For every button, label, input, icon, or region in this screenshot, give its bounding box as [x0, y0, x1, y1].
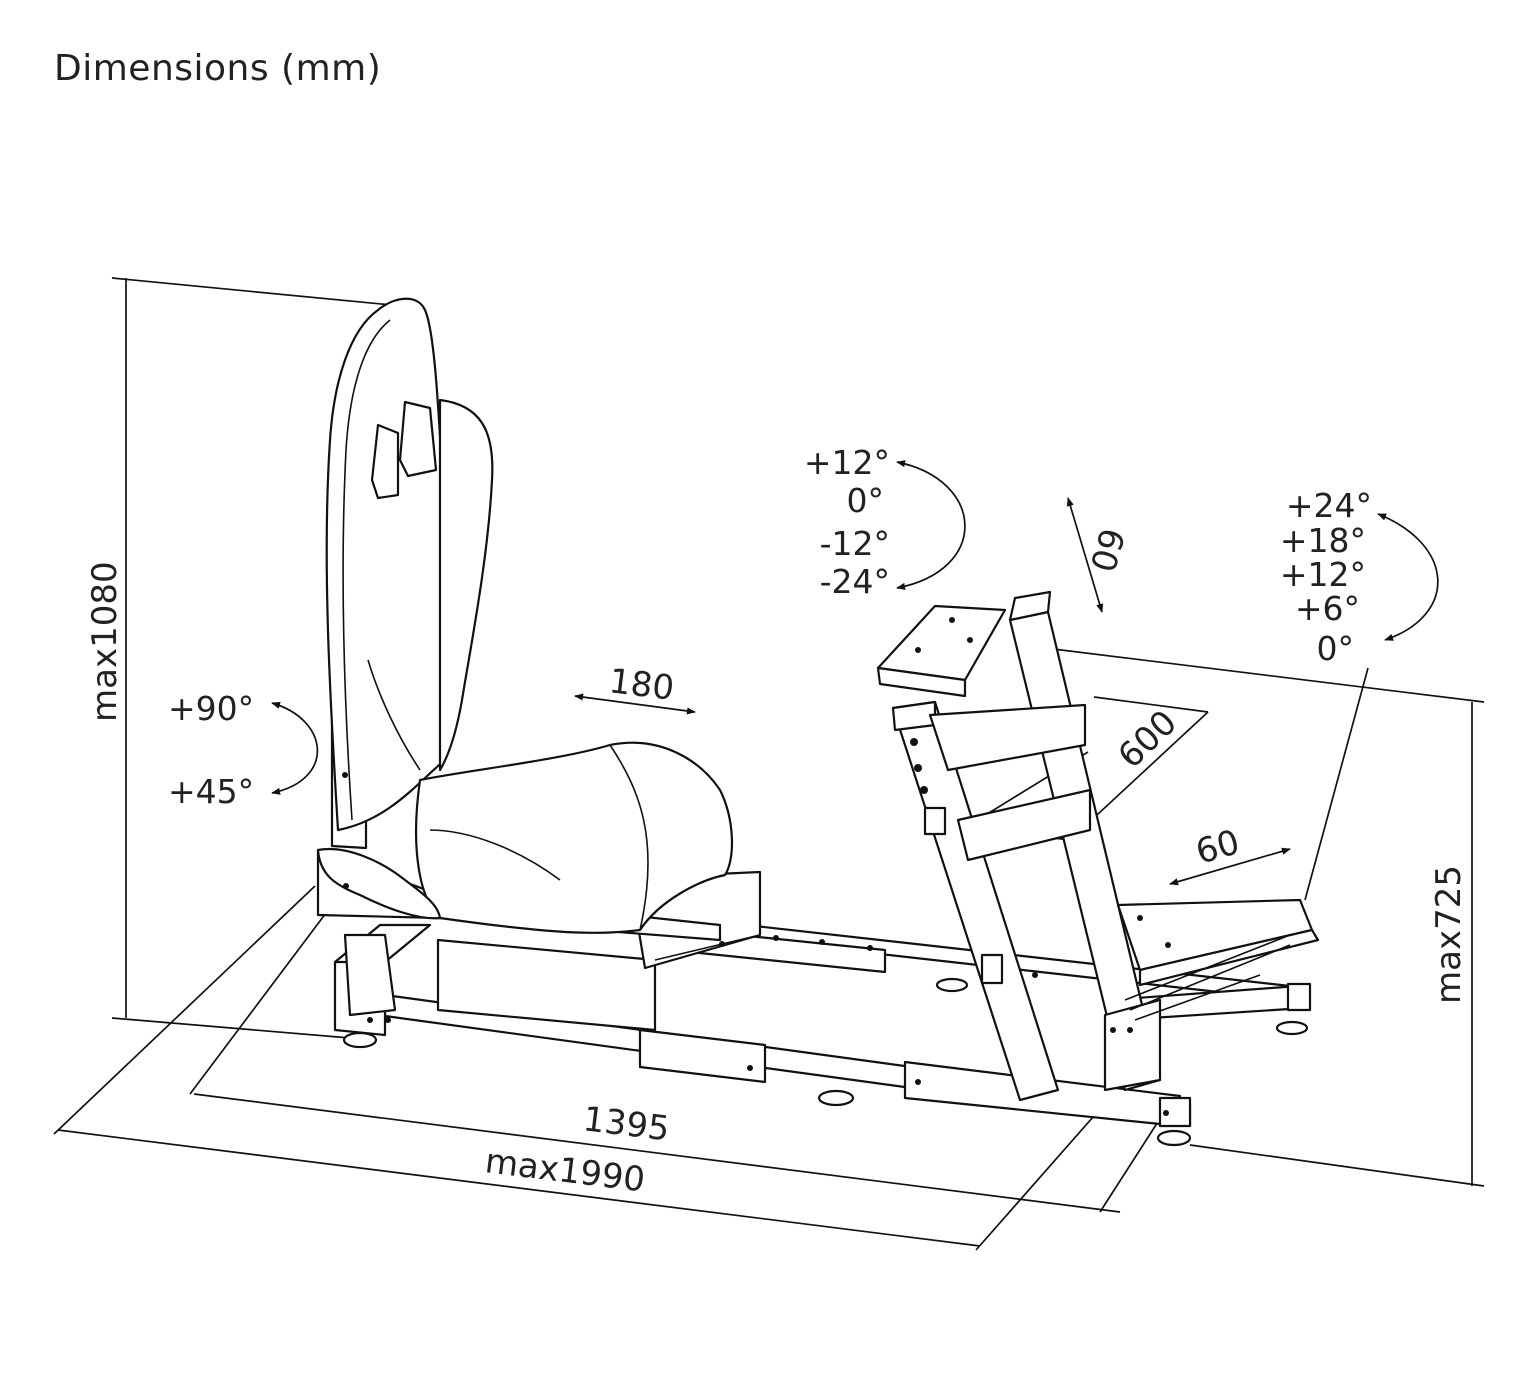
dim-pedal-mount: 600: [1110, 703, 1184, 777]
dim-total-length: max1990: [483, 1141, 647, 1200]
frame: [333, 870, 1312, 1147]
wheel-angle-2: 0°: [847, 481, 885, 520]
wheel-angle-3: -12°: [820, 524, 890, 563]
angle-arcs: [271, 460, 1439, 795]
wheel-mount: [876, 590, 1162, 1102]
wheel-angle-1: +12°: [804, 443, 890, 482]
pedal-angle-1: +24°: [1286, 486, 1372, 525]
dimension-lines: [53, 277, 1485, 1251]
pedal-angle-4: +6°: [1295, 589, 1360, 628]
wheel-angle-4: -24°: [820, 562, 890, 601]
dim-height: max1080: [85, 561, 125, 722]
backrest-angle-min: +45°: [168, 772, 254, 811]
page-title: Dimensions (mm): [54, 48, 382, 89]
pedal-plate: [1103, 898, 1320, 1092]
angle-labels: +90° +45° +12° 0° -12° -24° +24° +18° +1…: [168, 443, 1372, 811]
bolts: [342, 617, 1171, 1116]
dim-pedal-height: max725: [1429, 865, 1469, 1004]
dim-seat-slide: 180: [607, 661, 676, 709]
dim-rail-length: 1395: [581, 1099, 672, 1149]
seat: [316, 297, 733, 942]
pedal-angle-5: 0°: [1317, 629, 1355, 668]
backrest-angle-max: +90°: [168, 689, 254, 728]
dimension-labels: max1080 180 60 600 60 1395 max1990 max72…: [85, 524, 1469, 1201]
pedal-angle-2: +18°: [1280, 521, 1366, 560]
pedal-angle-3: +12°: [1280, 555, 1366, 594]
